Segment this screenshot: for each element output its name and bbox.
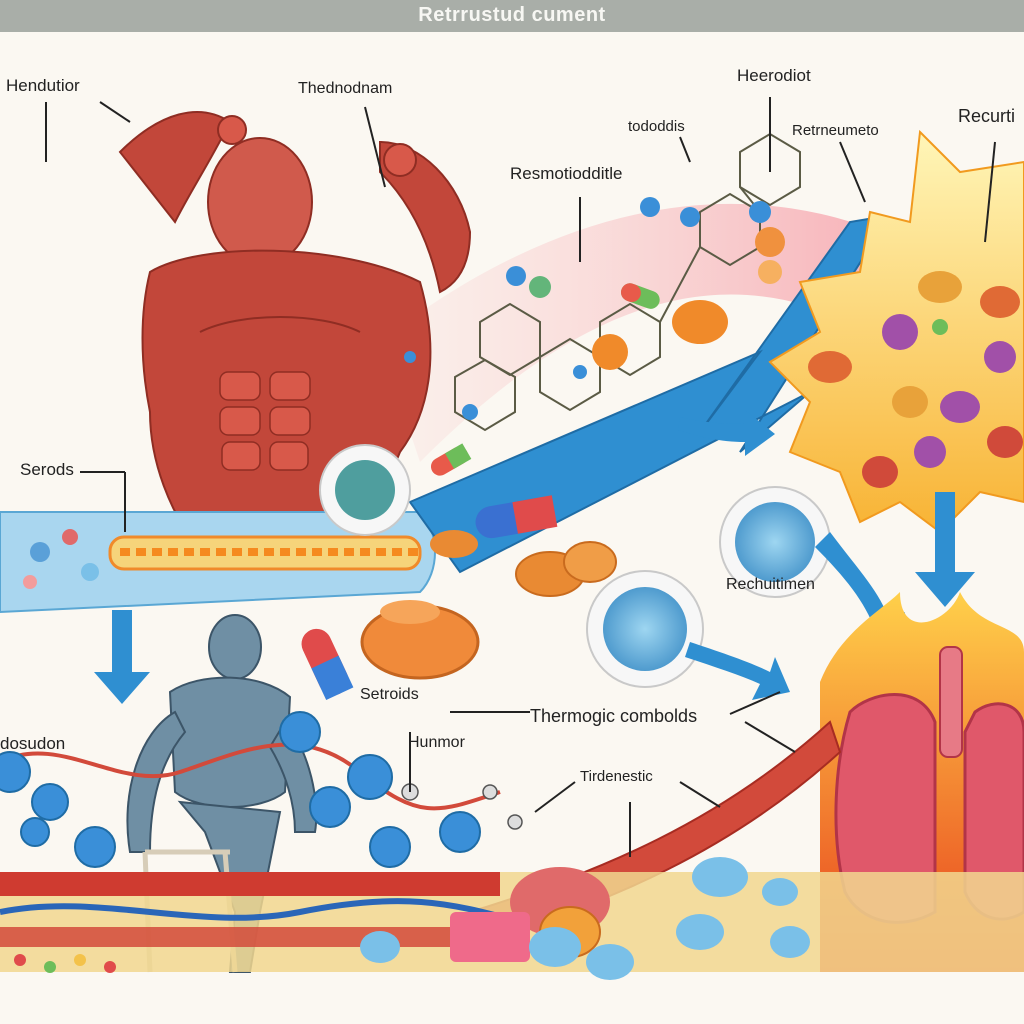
molecule-atoms bbox=[404, 197, 785, 420]
blood-vessel bbox=[0, 511, 436, 614]
label-resmotiddite: Resmotiodditle bbox=[510, 164, 623, 183]
red-glow-band bbox=[380, 203, 880, 462]
label-tirdenestic: Tirdenestic bbox=[580, 768, 653, 785]
label-hendutior: Hendutior bbox=[6, 76, 80, 95]
label-hunmor: Hunmor bbox=[408, 734, 465, 751]
diagram-canvas bbox=[0, 97, 1024, 980]
pills bbox=[301, 283, 728, 701]
label-rechuitimen: Rechuitimen bbox=[726, 576, 815, 593]
label-thermogic-combolds: Thermogic combolds bbox=[530, 706, 698, 726]
leader-lines bbox=[45, 97, 996, 857]
receptor-cells bbox=[319, 444, 831, 688]
label-retrneumeto: Retrneumeto bbox=[792, 122, 879, 139]
metabolic-burst bbox=[768, 129, 1024, 534]
label-setroids: Setroids bbox=[360, 686, 419, 703]
title-bar bbox=[0, 0, 1024, 32]
label-tododdis: tododdis bbox=[628, 118, 685, 135]
label-heerodiot: Heerodiot bbox=[737, 66, 811, 85]
muscular-figure bbox=[118, 111, 472, 553]
page-title: Retrrustud cument bbox=[418, 4, 606, 26]
label-dosudon: dosudon bbox=[0, 734, 66, 753]
label-thednodnam: Thednodnam bbox=[298, 80, 393, 97]
molecule-chain bbox=[0, 711, 523, 868]
label-recurti: Recurti bbox=[958, 106, 1016, 126]
ground-vessels bbox=[0, 857, 810, 980]
label-serods: Serods bbox=[20, 460, 74, 479]
